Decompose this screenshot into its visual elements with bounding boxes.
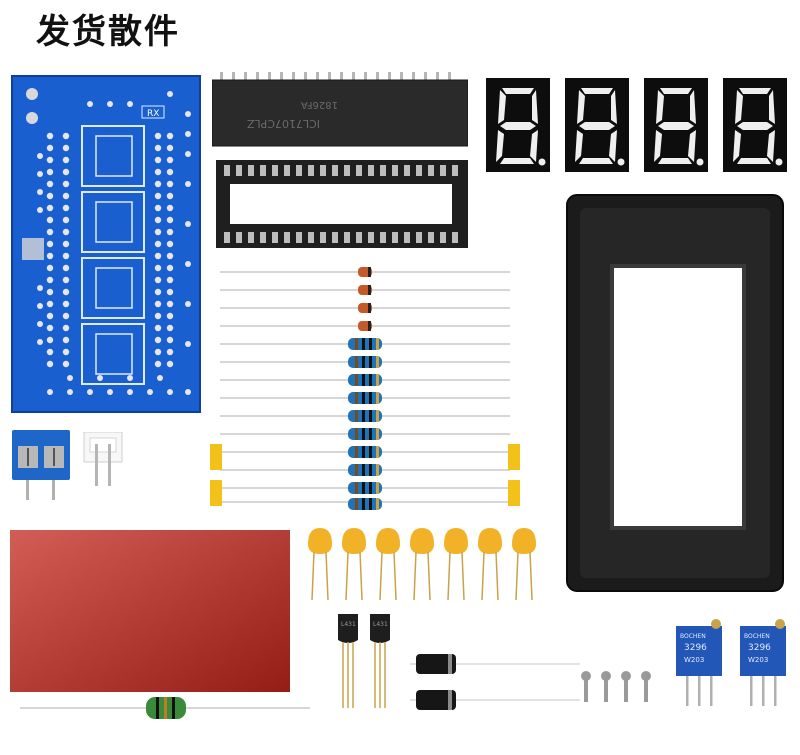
ic-socket bbox=[216, 160, 468, 248]
electrolytic-capacitors bbox=[410, 654, 580, 710]
display-digit-3 bbox=[644, 78, 708, 172]
transistors: L431 L431 bbox=[338, 614, 390, 708]
trimmer-1-brand: BOCHEN bbox=[680, 633, 706, 640]
icl7107-chip: 1826FA ICL7107CPLZ bbox=[212, 72, 468, 147]
display-digit-4 bbox=[723, 78, 787, 172]
screws bbox=[581, 671, 651, 702]
panel-bezel bbox=[566, 194, 784, 592]
screw-terminal bbox=[12, 430, 70, 500]
red-filter-sheet bbox=[10, 530, 290, 692]
display-digit-2 bbox=[565, 78, 629, 172]
trimmer-2-code: W203 bbox=[748, 656, 768, 664]
transistor-1-marking: L431 bbox=[341, 621, 356, 628]
transistor-2-marking: L431 bbox=[373, 621, 388, 628]
blue-pcb: RX bbox=[11, 75, 201, 413]
ceramic-capacitors bbox=[307, 527, 537, 601]
pcb-rx-label: RX bbox=[147, 109, 159, 119]
photo-title: 发货散件 bbox=[36, 12, 180, 52]
trimmer-1-model: 3296 bbox=[684, 643, 707, 653]
seven-segment-displays bbox=[486, 78, 787, 172]
ic-marking-line1: ICL7107CPLZ bbox=[247, 117, 320, 130]
pin-header-connector bbox=[83, 432, 123, 486]
trimmer-2-brand: BOCHEN bbox=[744, 633, 770, 640]
trimmer-potentiometers: BOCHEN 3296 W203 BOCHEN 3296 W203 bbox=[676, 619, 786, 706]
resistors-and-diodes bbox=[210, 267, 520, 510]
ic-marking-line2: 1826FA bbox=[301, 99, 338, 110]
display-digit-1 bbox=[486, 78, 550, 172]
trimmer-2-model: 3296 bbox=[748, 643, 771, 653]
color-ring-inductor bbox=[20, 697, 310, 719]
trimmer-1-code: W203 bbox=[684, 656, 704, 664]
